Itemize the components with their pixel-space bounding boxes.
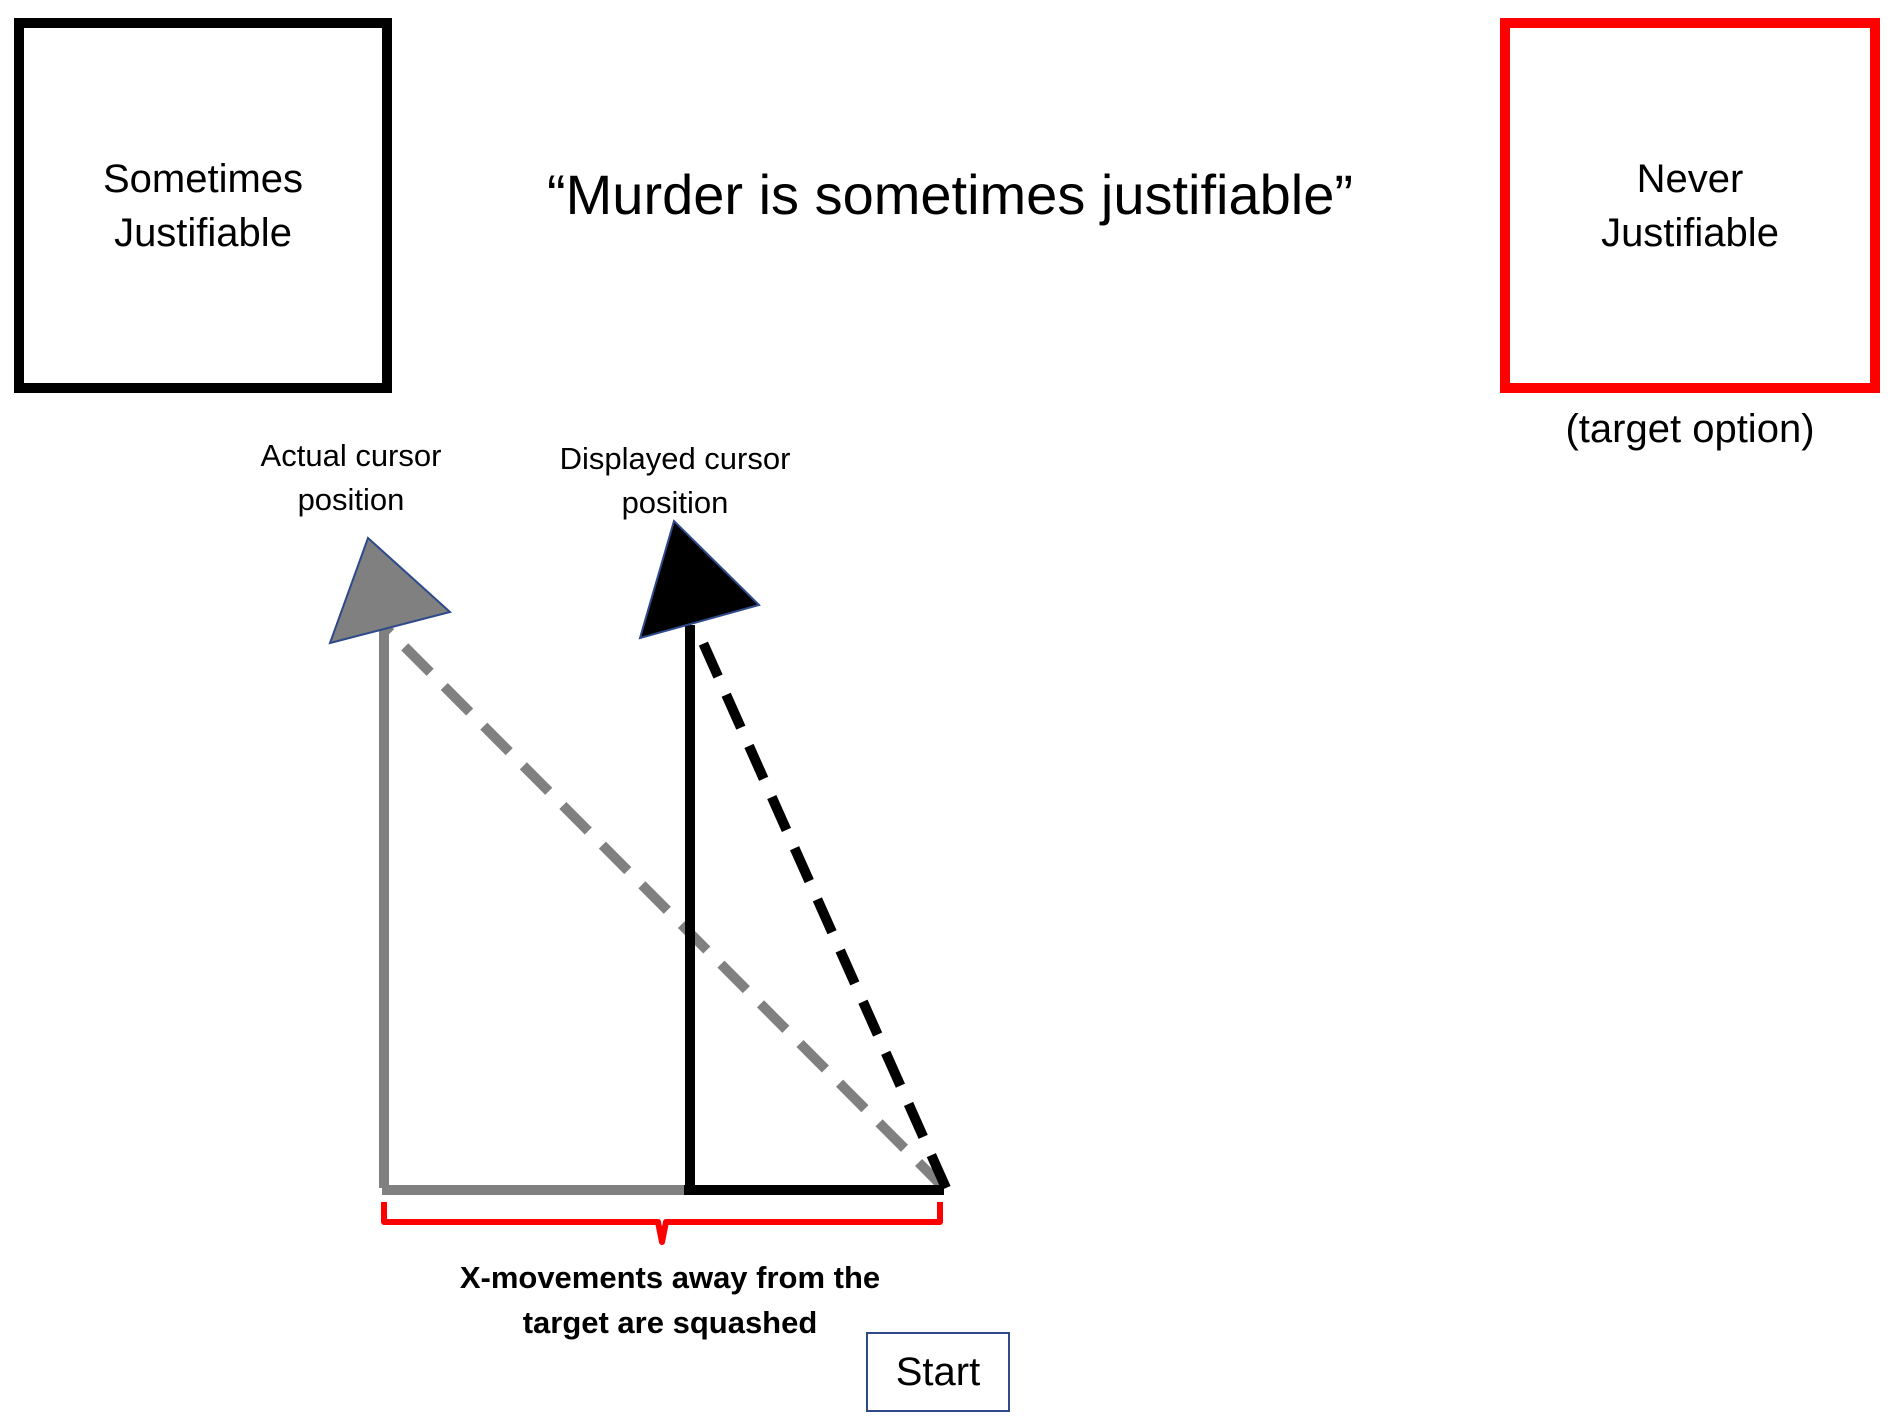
right-option-line2: Justifiable [1601, 210, 1779, 255]
sometimes-justifiable-option[interactable]: Sometimes Justifiable [14, 18, 392, 393]
right-option-line1: Never [1636, 156, 1744, 201]
displayed-direct-path-dashed [691, 624, 951, 1191]
actual-cursor-label-line2: position [297, 482, 405, 517]
left-option-line1: Sometimes [102, 156, 304, 201]
actual-cursor-arrow-icon [328, 536, 453, 645]
squash-bracket-icon [381, 1202, 943, 1245]
left-option-line2: Justifiable [114, 210, 292, 255]
displayed-cursor-arrow-icon [638, 519, 761, 640]
actual-cursor-label-line1: Actual cursor [260, 438, 442, 473]
target-option-caption: (target option) [1565, 407, 1815, 451]
squash-caption: X-movements away from the target are squ… [400, 1255, 940, 1345]
actual-direct-path-dashed [384, 626, 948, 1192]
start-button[interactable]: Start [866, 1332, 1010, 1412]
never-justifiable-option[interactable]: Never Justifiable [1500, 18, 1880, 393]
squash-caption-line1: X-movements away from the [459, 1260, 881, 1295]
actual-cursor-label: Actual cursor position [216, 434, 486, 522]
displayed-cursor-label-line2: position [621, 485, 729, 520]
squash-caption-line2: target are squashed [522, 1305, 818, 1340]
displayed-cursor-label: Displayed cursor position [540, 437, 810, 525]
never-justifiable-label: Never Justifiable [1560, 152, 1820, 260]
statement-text: “Murder is sometimes justifiable” [547, 163, 1353, 226]
sometimes-justifiable-label: Sometimes Justifiable [73, 152, 333, 260]
displayed-cursor-label-line1: Displayed cursor [559, 441, 791, 476]
